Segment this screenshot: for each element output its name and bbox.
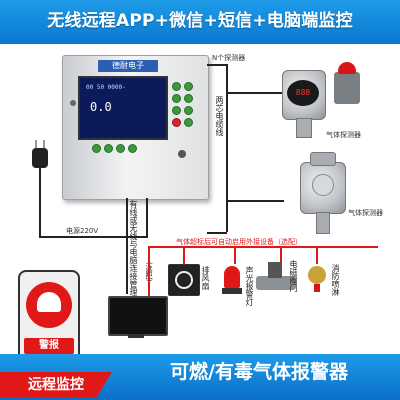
power-plug-icon <box>32 148 48 168</box>
alarm-bell-icon <box>26 282 72 328</box>
indicator-light <box>184 118 193 127</box>
fan-blade-icon <box>175 271 193 289</box>
indicator-light <box>172 94 181 103</box>
detector-cable <box>207 64 227 66</box>
computer-monitor-icon <box>108 296 168 336</box>
computer-cable <box>126 198 128 294</box>
bell-shape <box>37 292 61 312</box>
control-button[interactable] <box>92 144 101 153</box>
control-button[interactable] <box>128 144 137 153</box>
device-line <box>234 246 236 264</box>
lcd-line-1: 00 50 0000- <box>86 84 126 91</box>
device-line <box>280 246 282 264</box>
lock-icon <box>178 150 186 158</box>
detector-sensor <box>296 118 312 138</box>
product-title: 可燃/有毒气体报警器 <box>170 361 348 383</box>
fan-icon <box>168 264 200 296</box>
plug-pin <box>35 140 37 148</box>
lcd-line-2: 0.0 <box>90 100 112 114</box>
alarm-light <box>172 118 181 127</box>
detector-cable <box>226 200 284 202</box>
monitor-stand <box>128 334 144 338</box>
power-cable <box>39 236 147 238</box>
control-button[interactable] <box>116 144 125 153</box>
detector-display: 888 <box>287 80 319 106</box>
alarm-light-icon <box>334 72 360 104</box>
detector-window <box>312 174 334 196</box>
external-device-line <box>148 246 150 296</box>
detector-cable <box>226 92 284 94</box>
plug-pin <box>43 140 45 148</box>
lcd-screen: 00 50 0000- 0.0 <box>78 76 168 140</box>
detector-cable <box>207 232 227 234</box>
n-detectors-label: N个探测器 <box>212 54 246 62</box>
alarm-light-base <box>222 288 242 294</box>
indicator-light <box>184 82 193 91</box>
alarm-note: 气体超标后可自动启用外接设备（选配） <box>176 238 302 246</box>
two-core-cable-label: 两芯电缆线 <box>215 96 224 136</box>
device-line <box>183 246 185 264</box>
valve-actuator <box>268 262 282 278</box>
sprinkler-icon <box>308 266 326 284</box>
power-label: 电源220V <box>66 227 99 235</box>
detector-cable <box>226 64 228 232</box>
alarm-light-dome <box>338 62 356 74</box>
brand-label: 德耐电子 <box>98 60 158 72</box>
device-line <box>316 246 318 264</box>
power-cable <box>146 198 148 238</box>
indicator-light <box>184 94 193 103</box>
wired-wireless-label: 有线或无线与电脑连接管理 <box>129 200 138 296</box>
device-label: 消防喷淋 <box>331 264 340 296</box>
alarm-badge: 警报 <box>24 338 74 354</box>
top-banner <box>0 0 400 44</box>
sprinkler-bulb <box>314 284 320 292</box>
indicator-light <box>172 82 181 91</box>
remote-monitor-label: 远程监控 <box>0 372 112 398</box>
indicator-light <box>172 106 181 115</box>
device-label: 声光报警灯 <box>245 266 254 306</box>
control-button[interactable] <box>104 144 113 153</box>
top-banner-text: 无线远程APP+微信+短信+电脑端监控 <box>47 11 353 31</box>
indicator-light <box>184 106 193 115</box>
screw-icon <box>70 100 76 106</box>
device-label: 电磁阀门 <box>289 260 298 292</box>
valve-icon <box>256 276 296 290</box>
power-cable <box>39 168 41 236</box>
gas-detector-label: 气体探测器 <box>326 131 361 139</box>
detector-sensor <box>316 212 330 234</box>
alarm-light-icon <box>224 266 240 288</box>
detector-cap <box>310 152 336 166</box>
external-device-line <box>148 246 378 248</box>
gas-detector-label: 气体探测器 <box>348 209 383 217</box>
device-label: 排风扇 <box>201 266 210 290</box>
